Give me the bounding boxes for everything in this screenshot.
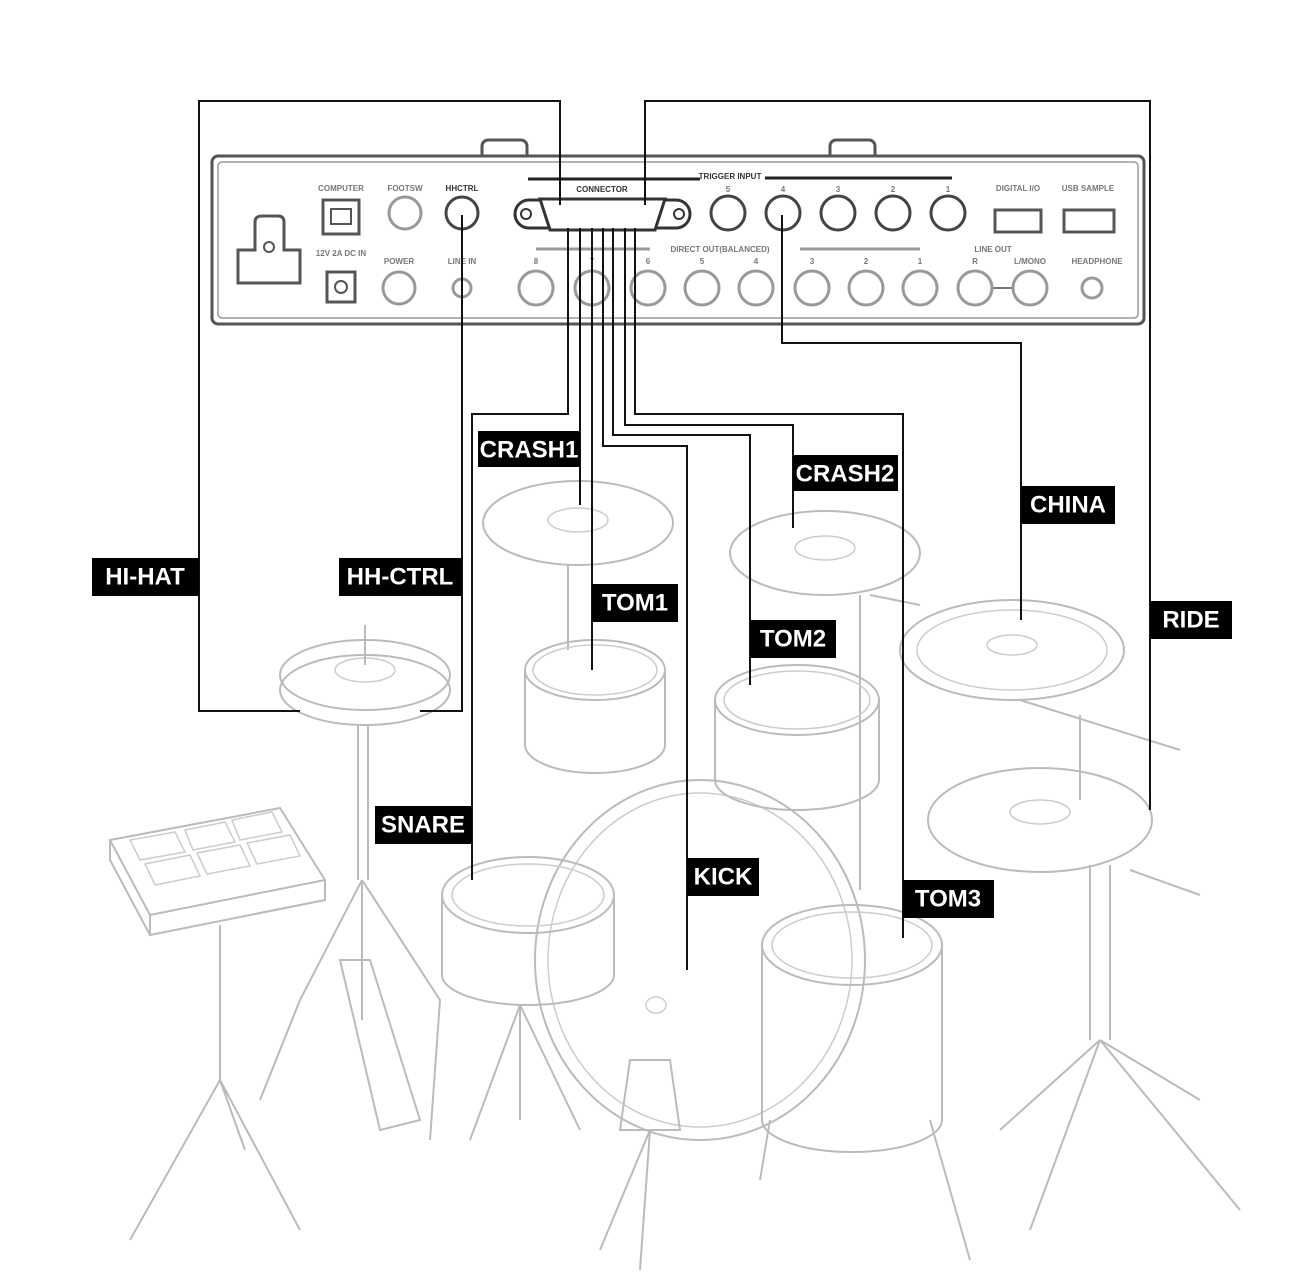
computer-port-label: COMPUTER: [318, 184, 364, 193]
direct-out-jack-4[interactable]: [737, 269, 775, 307]
label-tom3: TOM3: [903, 880, 994, 918]
svg-text:3: 3: [836, 185, 841, 194]
pad-labels: CRASH1 CRASH2 CHINA HI-HAT HH-CTRL RIDE …: [92, 431, 1232, 918]
label-hihat: HI-HAT: [92, 558, 199, 596]
direct-out-jack-5[interactable]: [683, 269, 721, 307]
svg-text:6: 6: [646, 257, 651, 266]
svg-text:CHINA: CHINA: [1030, 492, 1106, 519]
label-china: CHINA: [1021, 486, 1115, 524]
line-out-r-label: R: [972, 257, 978, 266]
direct-out-jack-3[interactable]: [793, 269, 831, 307]
svg-text:5: 5: [726, 185, 731, 194]
direct-out-jack-8[interactable]: [517, 269, 555, 307]
label-ride: RIDE: [1150, 601, 1232, 639]
power-label: POWER: [384, 257, 414, 266]
svg-text:HH-CTRL: HH-CTRL: [347, 564, 454, 591]
snare-drum: [441, 856, 615, 1141]
label-crash2: CRASH2: [793, 455, 898, 491]
wire-tom3: [634, 228, 904, 938]
footsw-jack[interactable]: [387, 195, 423, 231]
trigger-jack-5[interactable]: [709, 194, 747, 232]
wire-kick: [602, 228, 688, 970]
svg-text:SNARE: SNARE: [381, 812, 465, 839]
svg-text:TOM3: TOM3: [915, 886, 981, 913]
wire-china: [781, 215, 1022, 620]
ride-cymbal: [927, 767, 1241, 1231]
tom1-drum: [524, 639, 666, 774]
trigger-jack-2[interactable]: [874, 194, 912, 232]
dc-in-label: 12V 2A DC IN: [316, 249, 367, 258]
label-hhctrl: HH-CTRL: [339, 558, 462, 596]
svg-text:1: 1: [946, 185, 951, 194]
tom3-floor-drum: [759, 904, 971, 1261]
sample-pad: [108, 806, 327, 1241]
usb-sample-label: USB SAMPLE: [1062, 184, 1115, 193]
connector-label: CONNECTOR: [576, 185, 628, 194]
headphone-jack[interactable]: [1080, 276, 1104, 300]
power-button[interactable]: [381, 270, 417, 306]
trigger-jack-1[interactable]: [929, 194, 967, 232]
hhctrl-label: HHCTRL: [446, 184, 479, 193]
direct-out-jack-1[interactable]: [901, 269, 939, 307]
direct-out-jack-6[interactable]: [629, 269, 667, 307]
computer-usb-port[interactable]: [321, 198, 361, 236]
svg-text:3: 3: [810, 257, 815, 266]
direct-out-jack-2[interactable]: [847, 269, 885, 307]
crash1-cymbal: [482, 480, 674, 650]
drum-kit-illustration: [108, 480, 1241, 1271]
wire-hhctrl: [420, 215, 463, 712]
svg-text:HI-HAT: HI-HAT: [105, 564, 185, 591]
tom2-drum: [714, 664, 880, 811]
svg-text:TOM1: TOM1: [602, 590, 668, 617]
line-out-l-label: L/MONO: [1014, 257, 1046, 266]
label-tom1: TOM1: [592, 584, 678, 622]
direct-out-label: DIRECT OUT(BALANCED): [670, 245, 769, 254]
trigger-input-jacks: 5 4 3 2 1: [709, 185, 967, 232]
footsw-label: FOOTSW: [387, 184, 423, 193]
svg-text:2: 2: [891, 185, 896, 194]
svg-text:CRASH1: CRASH1: [480, 437, 579, 464]
dc-in-jack[interactable]: [325, 270, 357, 304]
usb-sample-port[interactable]: [1062, 208, 1116, 234]
trigger-jack-3[interactable]: [819, 194, 857, 232]
svg-text:RIDE: RIDE: [1162, 607, 1219, 634]
line-out-l-jack[interactable]: [1011, 269, 1049, 307]
headphone-label: HEADPHONE: [1071, 257, 1123, 266]
label-snare: SNARE: [375, 806, 472, 844]
trigger-wires: [198, 100, 1151, 970]
db25-connector[interactable]: [513, 197, 692, 232]
label-kick: KICK: [687, 858, 759, 896]
label-crash1: CRASH1: [478, 431, 580, 467]
china-cymbal: [899, 599, 1181, 800]
svg-text:CRASH2: CRASH2: [796, 461, 895, 488]
trigger-input-label: TRIGGER INPUT: [699, 172, 762, 181]
wire-snare: [471, 228, 569, 880]
wire-ride: [644, 100, 1151, 810]
line-out-label: LINE OUT: [974, 245, 1011, 254]
kick-drum: [534, 779, 866, 1271]
digital-io-label: DIGITAL I/O: [996, 184, 1040, 193]
label-tom2: TOM2: [750, 620, 836, 658]
mount-bracket: [236, 214, 302, 285]
drum-module-rear-panel: COMPUTER FOOTSW HHCTRL CONNECTOR TRIGGER…: [210, 138, 1146, 326]
wire-hihat: [198, 100, 561, 712]
line-out-r-jack[interactable]: [956, 269, 994, 307]
svg-text:4: 4: [754, 257, 759, 266]
wire-tom2: [612, 228, 751, 685]
svg-text:4: 4: [781, 185, 786, 194]
svg-text:5: 5: [700, 257, 705, 266]
svg-text:8: 8: [534, 257, 539, 266]
crash2-cymbal: [729, 510, 921, 890]
hihat-cymbal: [259, 625, 451, 1141]
svg-text:TOM2: TOM2: [760, 626, 826, 653]
svg-text:1: 1: [918, 257, 923, 266]
svg-text:2: 2: [864, 257, 869, 266]
digital-io-port[interactable]: [993, 208, 1043, 234]
svg-text:KICK: KICK: [694, 864, 753, 891]
